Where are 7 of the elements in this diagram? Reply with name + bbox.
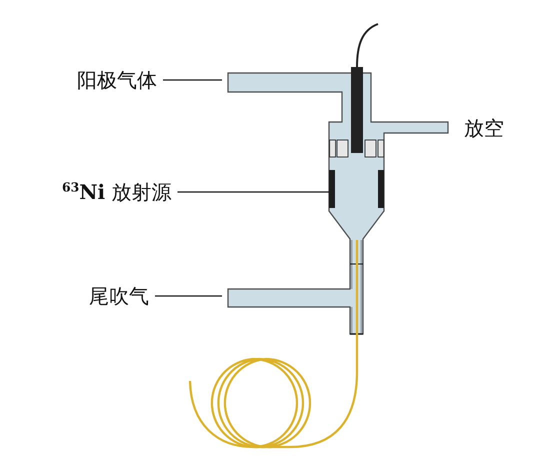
part-label: 放空 — [464, 117, 504, 139]
part-label: 阳极气体 — [77, 69, 157, 91]
leader-line — [163, 79, 222, 81]
part-label: $^{63}$Ni 放射源 — [62, 181, 172, 203]
leader-line — [155, 295, 222, 297]
part-label: 尾吹气 — [89, 285, 149, 307]
leader-line — [178, 191, 329, 193]
